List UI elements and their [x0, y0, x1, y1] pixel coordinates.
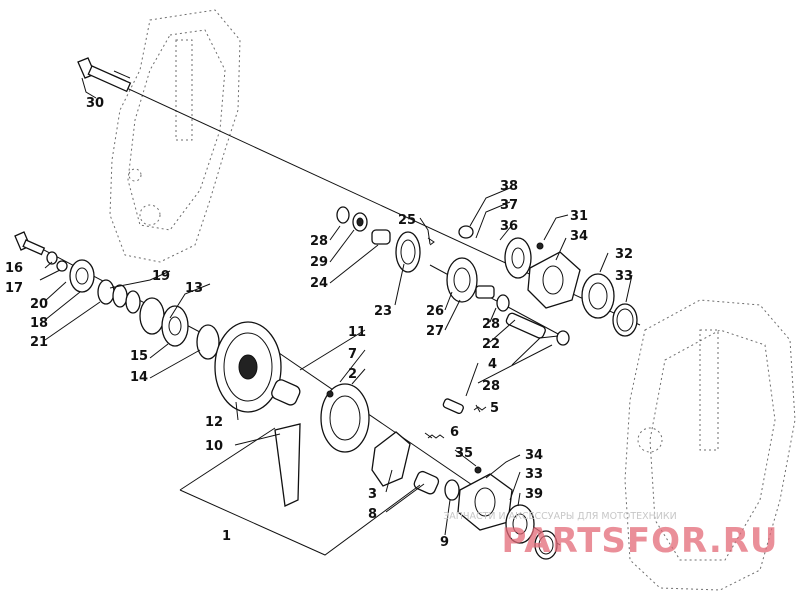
- callout-16: 16: [5, 261, 23, 276]
- gear-2: [320, 383, 370, 453]
- callout-29: 29: [310, 255, 328, 270]
- gear-23: [395, 231, 435, 273]
- callout-34-lower: 34: [525, 448, 543, 463]
- housing-outline-right: [624, 299, 796, 591]
- callout-15: 15: [130, 349, 148, 364]
- gear-26: [446, 257, 510, 312]
- callout-33-lower: 33: [525, 467, 543, 482]
- callout-labels: 30 28 29 24 25 23 26 27 28 22 38 37 36 3…: [5, 96, 633, 550]
- callout-2: 2: [348, 367, 357, 382]
- callout-1: 1: [222, 529, 231, 544]
- callout-14: 14: [130, 370, 148, 385]
- callout-6: 6: [450, 425, 459, 440]
- callout-32: 32: [615, 247, 633, 262]
- watermark: ЗАПЧАСТИ И АКСЕССУАРЫ ДЛЯ МОТОТЕХНИКИ PA…: [443, 511, 778, 561]
- callout-22: 22: [482, 337, 500, 352]
- callout-17: 17: [5, 281, 23, 296]
- callout-18: 18: [30, 316, 48, 331]
- callout-28-mid: 28: [482, 317, 500, 332]
- callout-19: 19: [152, 269, 170, 284]
- callout-8: 8: [368, 507, 377, 522]
- callout-3: 3: [368, 487, 377, 502]
- callout-13: 13: [185, 281, 203, 296]
- callout-28-upper: 28: [310, 234, 328, 249]
- housing-outline-left: [109, 9, 241, 263]
- callout-39: 39: [525, 487, 543, 502]
- callout-11: 11: [348, 325, 366, 340]
- watermark-brand: PARTSFOR.RU: [501, 521, 778, 561]
- callout-9: 9: [440, 535, 449, 550]
- callout-5: 5: [490, 401, 499, 416]
- leader-lines: [39, 77, 633, 536]
- callout-36: 36: [500, 219, 518, 234]
- callout-23: 23: [374, 304, 392, 319]
- callout-38: 38: [500, 179, 518, 194]
- callout-12: 12: [205, 415, 223, 430]
- callout-28-lower: 28: [482, 379, 500, 394]
- callout-31: 31: [570, 209, 588, 224]
- callout-20: 20: [30, 297, 48, 312]
- callout-7: 7: [348, 347, 357, 362]
- bolt-30: [77, 57, 132, 93]
- gear-12: [214, 321, 282, 413]
- callout-30: 30: [86, 96, 104, 111]
- callout-25: 25: [398, 213, 416, 228]
- callout-37: 37: [500, 198, 518, 213]
- callout-34-upper: 34: [570, 229, 588, 244]
- watermark-tagline: ЗАПЧАСТИ И АКСЕССУАРЫ ДЛЯ МОТОТЕХНИКИ: [443, 511, 677, 522]
- callout-35: 35: [455, 446, 473, 461]
- callout-33-upper: 33: [615, 269, 633, 284]
- callout-21: 21: [30, 335, 48, 350]
- callout-24: 24: [310, 276, 328, 291]
- callout-27: 27: [426, 324, 444, 339]
- callout-4: 4: [488, 357, 497, 372]
- callout-10: 10: [205, 439, 223, 454]
- callout-26: 26: [426, 304, 444, 319]
